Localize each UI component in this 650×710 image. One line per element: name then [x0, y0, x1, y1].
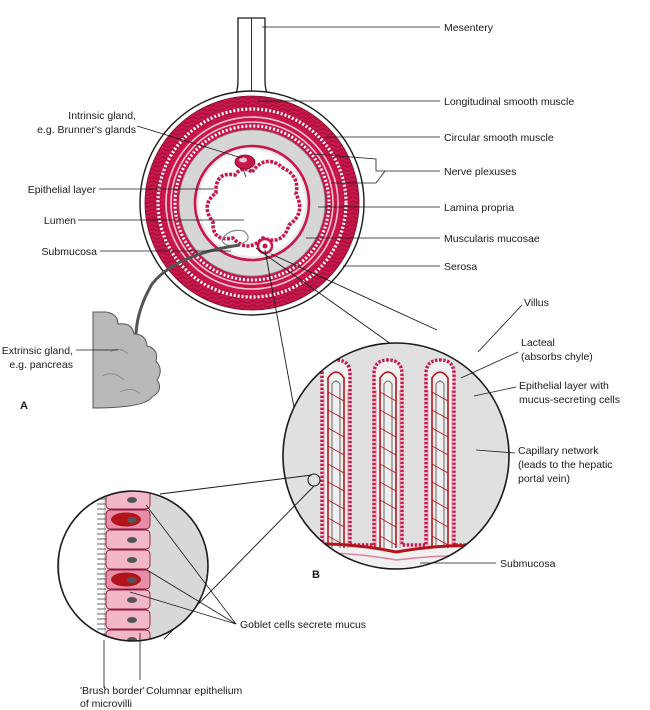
- label-capillary-1: Capillary network: [518, 445, 599, 457]
- label-brush-border-2: of microvilli: [80, 698, 132, 710]
- capillary-branch: [375, 390, 401, 548]
- label-villus: Villus: [524, 297, 549, 309]
- capillary-link: [327, 391, 345, 402]
- lacteal: [331, 380, 341, 548]
- cell-nucleus: [127, 557, 137, 563]
- columnar-cells: [105, 491, 151, 641]
- capillary-link: [379, 517, 397, 528]
- cell-nucleus: [127, 497, 137, 503]
- myenteric-plexus-ring: [156, 107, 348, 299]
- label-submucosa: Submucosa: [42, 246, 98, 258]
- label-nerve-plexuses: Nerve plexuses: [444, 166, 516, 178]
- capillary-link: [327, 427, 345, 438]
- villi-magnified: [255, 247, 510, 570]
- epithelium-magnified: [57, 474, 315, 642]
- label-lumen: Lumen: [44, 215, 76, 227]
- panel-label-a: A: [20, 400, 28, 412]
- label-epithelial-layer: Epithelial layer: [28, 184, 97, 196]
- label-lamina-propria: Lamina propria: [444, 202, 514, 214]
- label-intrinsic-gland-2: e.g. Brunner's glands: [37, 124, 136, 136]
- capillary-link: [327, 481, 345, 492]
- lacteal: [435, 380, 445, 548]
- capillary-link: [431, 391, 449, 402]
- lumen-mucosa: [205, 159, 302, 248]
- cell-nucleus: [127, 617, 137, 623]
- capillary-link: [327, 463, 345, 474]
- capillary-link: [431, 427, 449, 438]
- label-submucosa-b: Submucosa: [500, 558, 556, 570]
- label-intrinsic-gland-1: Intrinsic gland,: [68, 110, 136, 122]
- label-mesentery: Mesentery: [444, 22, 494, 34]
- label-extrinsic-gland-1: Extrinsic gland,: [2, 345, 73, 357]
- capillary-link: [431, 517, 449, 528]
- capillary-link: [379, 445, 397, 456]
- cell-nucleus: [127, 597, 137, 603]
- capillary-link: [379, 481, 397, 492]
- capillary-branch: [427, 390, 453, 548]
- label-columnar-epithelium: Columnar epithelium: [146, 685, 243, 697]
- capillary-link: [431, 409, 449, 420]
- label-longitudinal-muscle: Longitudinal smooth muscle: [444, 96, 574, 108]
- duct-loop: [221, 229, 249, 246]
- mucus-vesicle: [111, 512, 141, 527]
- capillary-link: [379, 499, 397, 510]
- lacteal: [383, 380, 393, 548]
- label-lacteal-1: Lacteal: [521, 337, 555, 349]
- cell-nucleus: [127, 577, 137, 583]
- label-extrinsic-gland-2: e.g. pancreas: [9, 359, 73, 371]
- pancreas-shape: [92, 311, 161, 409]
- label-capillary-3: portal vein): [518, 473, 570, 485]
- panel-label-b: B: [312, 569, 320, 581]
- label-serosa: Serosa: [444, 261, 477, 273]
- capillary-network: [323, 371, 453, 548]
- mucus-vesicle: [111, 572, 141, 587]
- capillary-link: [379, 391, 397, 402]
- capillary: [379, 371, 397, 548]
- capillary-link: [379, 427, 397, 438]
- capillary-link: [431, 535, 449, 546]
- label-muscularis-mucosae: Muscularis mucosae: [444, 233, 540, 245]
- capillary-link: [379, 409, 397, 420]
- label-brush-border-1: 'Brush border': [80, 685, 145, 697]
- capillary-link: [379, 463, 397, 474]
- label-goblet-cells: Goblet cells secrete mucus: [240, 619, 366, 631]
- label-circular-muscle: Circular smooth muscle: [444, 132, 554, 144]
- submucosal-plexus-ring: [173, 124, 331, 282]
- leader-lines: [76, 26, 523, 688]
- capillary-link: [327, 409, 345, 420]
- capillary-link: [431, 445, 449, 456]
- capillary-link: [379, 535, 397, 546]
- capillary-branch: [323, 390, 349, 548]
- cell-nucleus: [127, 637, 137, 641]
- label-lacteal-2: (absorbs chyle): [521, 351, 593, 363]
- brunners-gland: [234, 154, 256, 178]
- capillary: [327, 371, 345, 548]
- capillary-link: [431, 499, 449, 510]
- capillary-link: [327, 517, 345, 528]
- cell-nucleus: [127, 537, 137, 543]
- label-epithelial-mucus-1: Epithelial layer with: [519, 380, 609, 392]
- capillary-link: [431, 481, 449, 492]
- label-epithelial-mucus-2: mucus-secreting cells: [519, 394, 620, 406]
- capillary-link: [327, 445, 345, 456]
- capillary: [431, 371, 449, 548]
- cross-section: [139, 17, 365, 316]
- capillary-link: [327, 499, 345, 510]
- cell-nucleus: [127, 517, 137, 523]
- capillary-link: [431, 463, 449, 474]
- label-capillary-2: (leads to the hepatic: [518, 459, 613, 471]
- muscularis-gland: [256, 237, 274, 255]
